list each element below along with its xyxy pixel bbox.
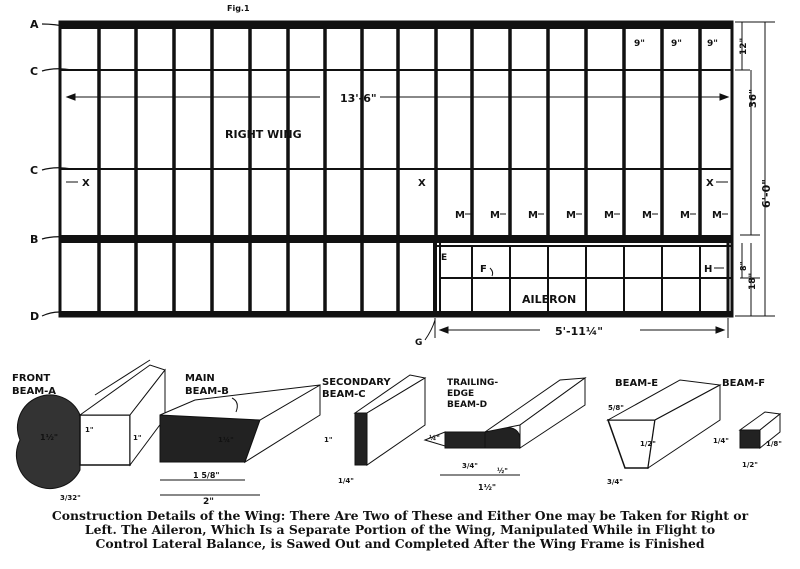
- trailing-beam-dim-2: 3/4": [462, 462, 478, 470]
- wing-frame: [58, 20, 734, 318]
- secondary-beam-title-2: BEAM-C: [322, 389, 366, 400]
- rib-spacing-3: 9": [707, 39, 718, 49]
- dim-overall-chord: 6'-0": [760, 179, 773, 208]
- marker-m: M: [490, 210, 500, 221]
- label-h: H: [704, 264, 712, 275]
- trailing-beam-dim-1: ¼": [429, 434, 440, 442]
- front-beam-title-1: FRONT: [12, 373, 50, 384]
- dim-span: 13'-6": [340, 92, 377, 105]
- label-f: F: [480, 264, 487, 275]
- main-beam-dim-2: 1 5/8": [193, 471, 220, 480]
- wing-construction-figure: Fig.1 A C C B D: [12, 4, 782, 505]
- label-aileron: AILERON: [522, 293, 576, 306]
- dim-aileron-length: 5'-11¼": [555, 325, 603, 338]
- rib-spacing-1: 9": [634, 39, 645, 49]
- detail-secondary-beam-c: SECONDARY BEAM-C 1" 1/4": [322, 374, 427, 485]
- secondary-beam-dim-2: 1/4": [338, 477, 354, 485]
- caption-line-1: Construction Details of the Wing: There …: [51, 508, 749, 523]
- marker-m: M: [680, 210, 690, 221]
- dim-aileron-8: 8": [739, 261, 748, 271]
- row-label-c1: C: [30, 65, 38, 78]
- marker-x-left: X: [82, 178, 90, 189]
- marker-m: M: [712, 210, 722, 221]
- front-beam-dim-2: 1": [85, 426, 94, 434]
- main-beam-title-1: MAIN: [185, 373, 215, 384]
- marker-x-mid: X: [418, 178, 426, 189]
- detail-beam-e: BEAM-E 5/8" 1/2" 3/4": [606, 378, 722, 486]
- front-beam-dim-4: 3/32": [60, 494, 81, 502]
- beam-f-dim-1: 1/4": [713, 437, 729, 445]
- beam-e-dim-2: 1/2": [640, 440, 656, 448]
- caption-line-3: Control Lateral Balance, is Sawed Out an…: [95, 536, 705, 551]
- main-beam-dim-3: 2": [203, 497, 214, 505]
- caption-line-2: Left. The Aileron, Which Is a Separate P…: [84, 522, 716, 537]
- rib-group: [97, 29, 702, 311]
- detail-trailing-edge-beam-d: TRAILING- EDGE BEAM-D ¼" 3/4" 1½" ½": [423, 377, 587, 492]
- main-beam-dim-1: 1¼": [218, 436, 234, 444]
- row-label-a: A: [30, 18, 39, 31]
- rib-spacing-dims: 9" 9" 9": [634, 39, 718, 49]
- figure-label: Fig.1: [227, 4, 250, 13]
- trailing-beam-dim-4: ½": [497, 467, 508, 475]
- figure-caption: Construction Details of the Wing: There …: [0, 509, 800, 551]
- row-label-c2: C: [30, 164, 38, 177]
- main-beam-b: [60, 235, 732, 243]
- front-beam-dim-3: 1": [133, 434, 142, 442]
- dim-36-inch: 36": [748, 89, 759, 108]
- detail-front-beam-a: FRONT BEAM-A 1½" 1" 1" 3/32": [12, 359, 166, 502]
- beam-e-dim-1: 5/8": [608, 404, 624, 412]
- label-g: G: [415, 338, 422, 348]
- rib-spacing-2: 9": [671, 39, 682, 49]
- label-e: E: [441, 253, 447, 263]
- front-beam-dim-1: 1½": [40, 432, 58, 442]
- secondary-beam-title-1: SECONDARY: [322, 377, 391, 388]
- marker-m: M: [604, 210, 614, 221]
- row-markers: A C C B D: [30, 18, 39, 323]
- label-right-wing: RIGHT WING: [225, 128, 302, 141]
- detail-main-beam-b: MAIN BEAM-B 1¼" 1 5/8" 2": [159, 373, 321, 505]
- dim-12-inch: 12": [739, 38, 749, 55]
- beam-f-dim-3: 1/8": [766, 440, 782, 448]
- trailing-beam-title-1: TRAILING-: [447, 378, 498, 388]
- beam-f-dim-2: 1/2": [742, 461, 758, 469]
- trailing-beam-title-2: EDGE: [447, 389, 474, 399]
- beam-e-dim-3: 3/4": [607, 478, 623, 486]
- secondary-beam-dim-1: 1": [324, 436, 333, 444]
- marker-m: M: [566, 210, 576, 221]
- front-beam-title-2: BEAM-A: [12, 386, 56, 397]
- marker-x-right: X: [706, 178, 714, 189]
- marker-m: M: [642, 210, 652, 221]
- beam-f-title: BEAM-F: [722, 378, 765, 389]
- front-beam-a: [60, 22, 732, 29]
- row-label-b: B: [30, 233, 38, 246]
- detail-beam-f: BEAM-F 1/4" 1/2" 1/8": [713, 378, 782, 469]
- marker-m: M: [528, 210, 538, 221]
- main-beam-title-2: BEAM-B: [185, 386, 229, 397]
- trailing-beam-title-3: BEAM-D: [447, 400, 487, 410]
- row-label-d: D: [30, 310, 39, 323]
- trailing-edge-beam-d: [60, 311, 732, 317]
- trailing-beam-dim-3: 1½": [478, 482, 496, 492]
- beam-e-title: BEAM-E: [615, 378, 658, 389]
- marker-m: M: [455, 210, 465, 221]
- dim-aileron-18: 18": [748, 273, 758, 290]
